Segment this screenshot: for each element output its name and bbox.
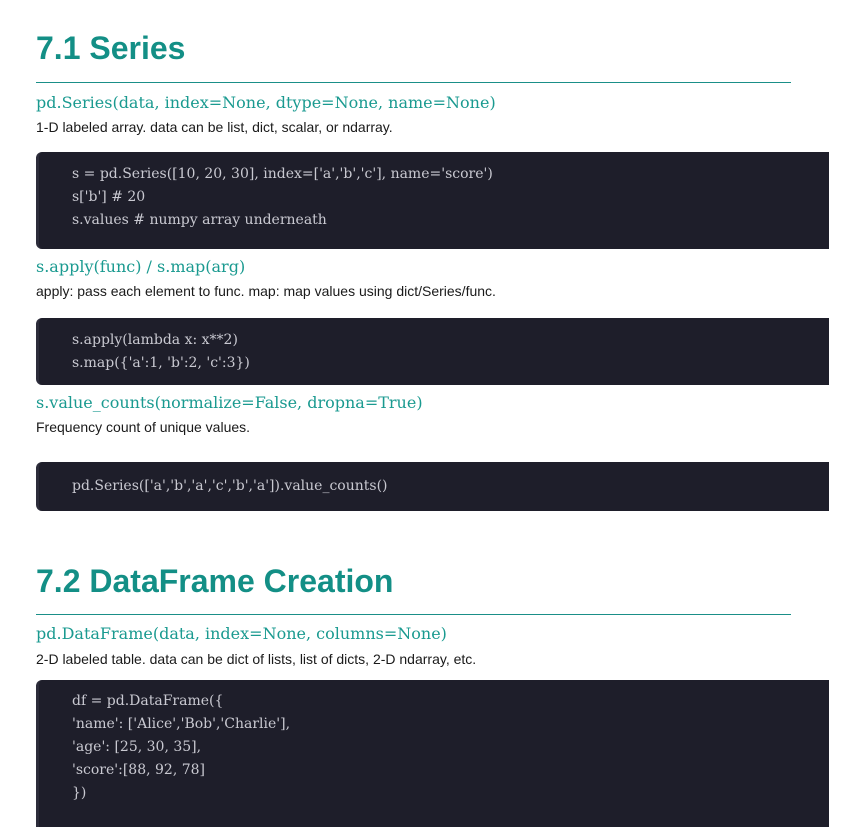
code-line: 'score':[88, 92, 78]: [72, 762, 206, 778]
api-description: Frequency count of unique values.: [36, 419, 251, 435]
section-divider: [36, 82, 791, 83]
code-block: s.apply(lambda x: x**2) s.map({'a':1, 'b…: [36, 318, 829, 385]
code-line: s = pd.Series([10, 20, 30], index=['a','…: [72, 166, 493, 182]
api-description: apply: pass each element to func. map: m…: [36, 283, 496, 299]
code-line: pd.Series(['a','b','a','c','b','a']).val…: [72, 478, 388, 494]
code-block: pd.Series(['a','b','a','c','b','a']).val…: [36, 462, 829, 511]
section-title: 7.1 Series: [36, 30, 186, 66]
code-block: s = pd.Series([10, 20, 30], index=['a','…: [36, 152, 829, 249]
code-line: 'age': [25, 30, 35],: [72, 739, 202, 755]
code-line: s.values # numpy array underneath: [72, 212, 327, 228]
code-line: s.apply(lambda x: x**2): [72, 332, 238, 348]
api-signature: s.value_counts(normalize=False, dropna=T…: [36, 393, 423, 412]
api-signature: s.apply(func) / s.map(arg): [36, 257, 246, 276]
code-line: 'name': ['Alice','Bob','Charlie'],: [72, 716, 291, 732]
section-divider: [36, 614, 791, 615]
code-line: s.map({'a':1, 'b':2, 'c':3}): [72, 355, 250, 371]
section-title: 7.2 DataFrame Creation: [36, 563, 394, 599]
api-description: 1-D labeled array. data can be list, dic…: [36, 119, 393, 135]
code-line: s['b'] # 20: [72, 189, 146, 205]
code-line: }): [72, 785, 87, 801]
code-block: df = pd.DataFrame({ 'name': ['Alice','Bo…: [36, 680, 829, 827]
api-signature: pd.Series(data, index=None, dtype=None, …: [36, 93, 496, 112]
api-signature: pd.DataFrame(data, index=None, columns=N…: [36, 624, 447, 643]
api-description: 2-D labeled table. data can be dict of l…: [36, 651, 477, 667]
code-line: df = pd.DataFrame({: [72, 693, 224, 709]
